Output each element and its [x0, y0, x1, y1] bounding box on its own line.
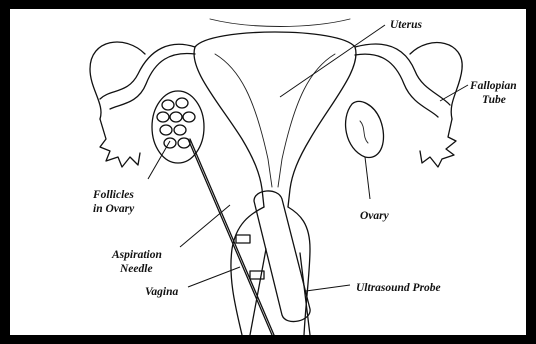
needle-guide [190, 139, 274, 335]
label-aspiration-line2: Needle [119, 263, 153, 275]
ivf-retrieval-diagram: Uterus Fallopian Tube Follicles in Ovary… [10, 9, 526, 335]
ultrasound-probe [254, 191, 310, 322]
label-ovary: Ovary [360, 210, 390, 222]
uterine-cavity [215, 54, 335, 187]
right-tube-loop [410, 43, 462, 119]
diagram-panel: Uterus Fallopian Tube Follicles in Ovary… [10, 9, 526, 335]
aspiration-needle [188, 139, 272, 335]
ovary-leader [365, 157, 370, 199]
vagina-wall-right [288, 207, 310, 335]
uterus-outline [194, 32, 356, 207]
right-fallopian-tube [355, 44, 450, 117]
needle-clamp-upper [236, 235, 250, 243]
label-fallopian-line2: Tube [482, 94, 506, 106]
right-fimbriae [420, 119, 456, 167]
label-aspiration-line1: Aspiration [111, 249, 162, 261]
right-ovary [346, 101, 384, 157]
left-tube-loop [90, 42, 145, 119]
left-fimbriae [100, 119, 140, 167]
label-follicles-line1: Follicles [92, 189, 134, 201]
right-ovary-detail [360, 121, 368, 143]
probe-leader [306, 285, 350, 291]
label-vagina: Vagina [145, 286, 178, 298]
aspiration-leader [180, 205, 230, 247]
uterus-leader [280, 25, 385, 97]
label-uterus: Uterus [390, 19, 422, 31]
label-fallopian-line1: Fallopian [469, 80, 517, 92]
probe-handle [250, 249, 310, 335]
uterus-fundus [210, 19, 350, 27]
left-fallopian-tube [100, 44, 195, 109]
label-follicles-line2: in Ovary [93, 203, 135, 215]
label-ultrasound-probe: Ultrasound Probe [356, 282, 441, 294]
